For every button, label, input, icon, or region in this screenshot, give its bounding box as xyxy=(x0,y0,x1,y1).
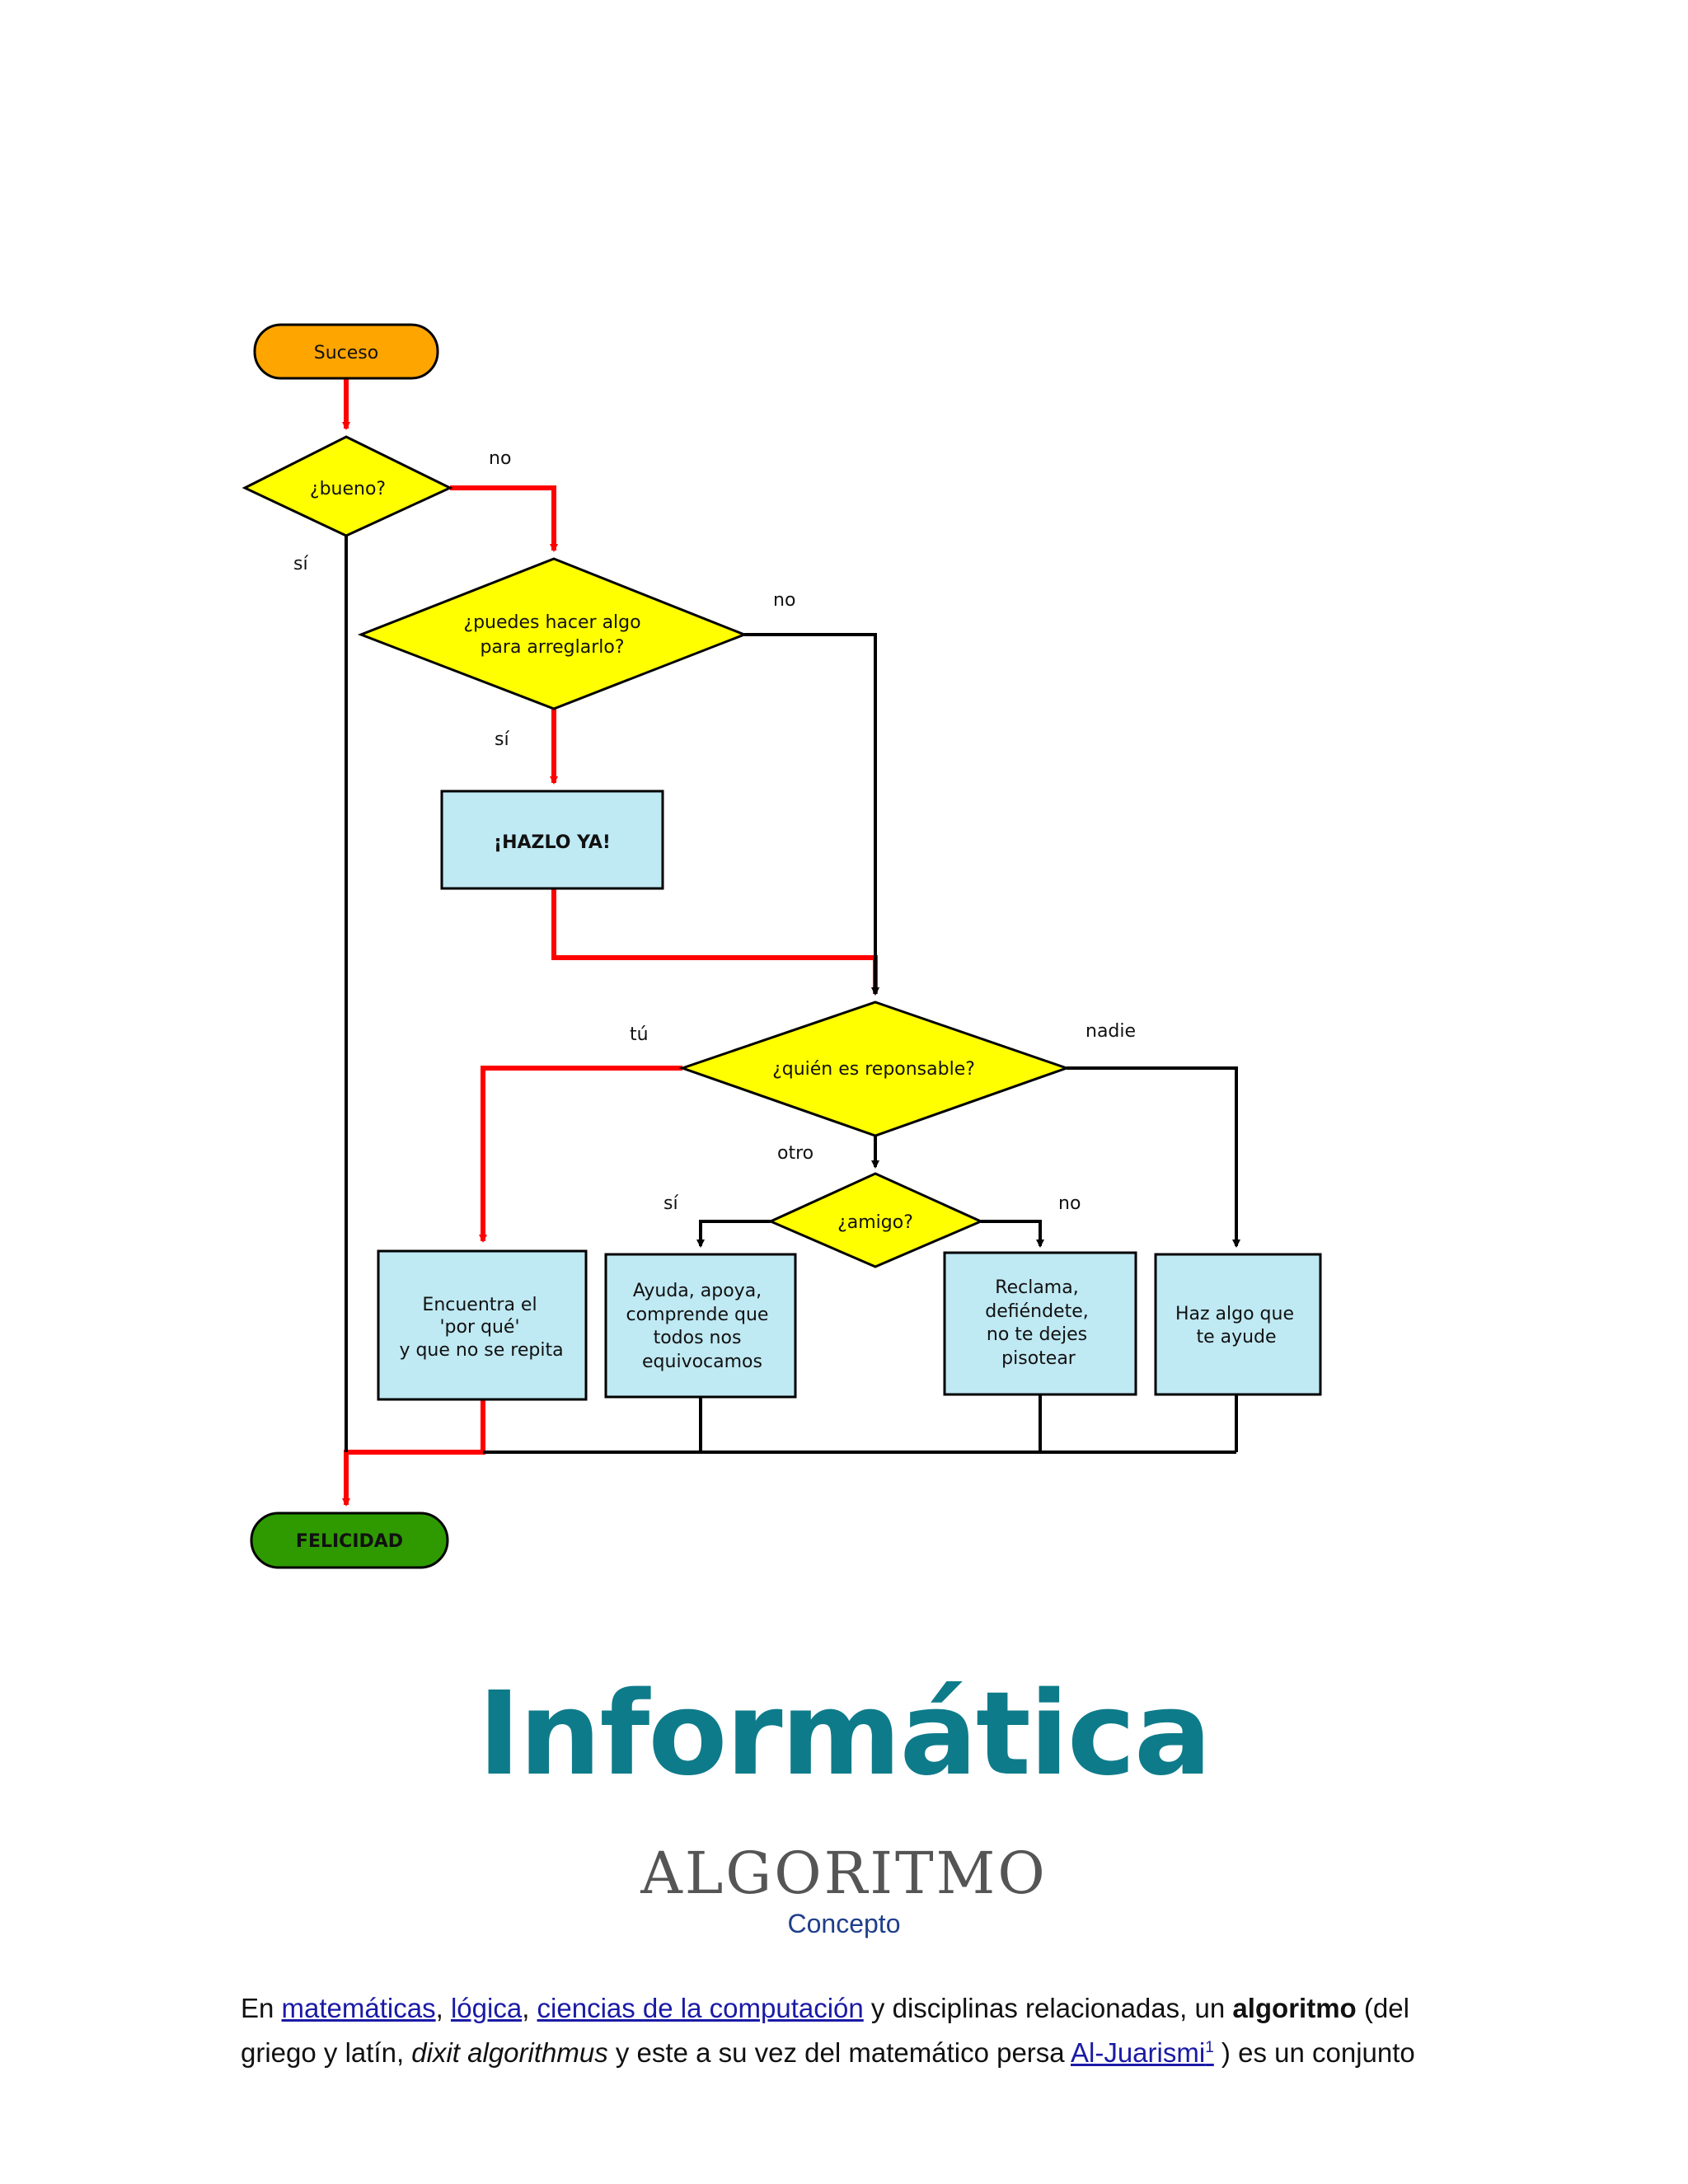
process-ayuda-line2: comprende que xyxy=(626,1305,769,1325)
decision-bueno-label: ¿bueno? xyxy=(310,479,386,499)
link-matematicas[interactable]: matemáticas xyxy=(281,1993,436,2023)
para-text: y este a su vez del matemático persa xyxy=(607,2037,1071,2068)
term-dixit: dixit algorithmus xyxy=(411,2037,608,2068)
arrow-encuentra-felicidad xyxy=(342,1399,485,1507)
decision-puedes-line1: ¿puedes hacer algo xyxy=(463,612,640,633)
end-node-label: FELICIDAD xyxy=(296,1531,403,1552)
arrow-quien-nadie xyxy=(1067,1066,1240,1248)
term-algoritmo: algoritmo xyxy=(1232,1993,1357,2023)
process-haz-algo-line1: Haz algo que xyxy=(1175,1304,1294,1324)
label-amigo-no: no xyxy=(1058,1193,1081,1214)
process-ayuda-line4: equivocamos xyxy=(642,1352,762,1372)
start-node-label: Suceso xyxy=(314,343,378,363)
document-title: Informática xyxy=(477,1667,1212,1802)
secondary-arrows xyxy=(345,536,1240,1454)
label-quien-nadie: nadie xyxy=(1085,1021,1136,1042)
arrow-puedes-no xyxy=(744,633,879,996)
process-ayuda-line1: Ayuda, apoya, xyxy=(633,1281,762,1301)
link-ciencias-computacion[interactable]: ciencias de la computación xyxy=(537,1993,864,2023)
process-encuentra-line2: 'por qué' xyxy=(439,1317,519,1338)
label-puedes-no: no xyxy=(773,590,795,611)
process-encuentra: Encuentra el 'por qué' y que no se repit… xyxy=(377,1249,588,1401)
process-reclama-line1: Reclama, xyxy=(995,1277,1078,1298)
process-ayuda-line3: todos nos xyxy=(654,1328,742,1348)
para-text: (del griego y latín, xyxy=(241,1993,1409,2068)
decision-quien-label: ¿quién es reponsable? xyxy=(772,1059,975,1080)
arrow-quien-tu xyxy=(479,1066,682,1243)
process-reclama-line4: pisotear xyxy=(1001,1348,1076,1369)
process-reclama-line3: no te dejes xyxy=(987,1324,1087,1345)
label-bueno-no: no xyxy=(489,448,511,469)
intro-paragraph: En matemáticas, lógica, ciencias de la c… xyxy=(241,1989,1461,2073)
para-text: , xyxy=(522,1993,537,2023)
label-amigo-si: sí xyxy=(663,1193,678,1214)
decision-amigo-label: ¿amigo? xyxy=(837,1212,913,1233)
link-logica[interactable]: lógica xyxy=(450,1993,523,2023)
label-puedes-si: sí xyxy=(495,729,509,750)
link-al-juarismi[interactable]: Al-Juarismi1 xyxy=(1071,2037,1214,2068)
decision-bueno: ¿bueno? xyxy=(241,435,453,537)
flowchart: Suceso ¿bueno? ¿puedes hacer algo para a… xyxy=(241,323,1322,1569)
process-haz-algo-line2: te ayude xyxy=(1196,1327,1276,1347)
decision-amigo: ¿amigo? xyxy=(767,1172,984,1268)
decision-puedes: ¿puedes hacer algo para arreglarlo? xyxy=(357,557,748,710)
process-encuentra-line1: Encuentra el xyxy=(422,1295,537,1315)
document-subtitle: ALGORITMO xyxy=(640,1840,1048,1907)
para-text: , xyxy=(435,1993,451,2023)
process-hazlo-label: ¡HAZLO YA! xyxy=(494,832,611,853)
label-quien-otro: otro xyxy=(777,1143,814,1164)
arrow-hazlo-quien xyxy=(551,888,879,996)
end-node-felicidad: FELICIDAD xyxy=(250,1511,449,1569)
process-reclama-line2: defiéndete, xyxy=(985,1301,1089,1322)
start-node-suceso: Suceso xyxy=(253,323,439,380)
process-encuentra-line3: y que no se repita xyxy=(399,1340,563,1361)
arrow-amigo-no xyxy=(981,1220,1044,1248)
process-haz-algo: Haz algo que te ayude xyxy=(1154,1253,1322,1396)
process-ayuda: Ayuda, apoya, comprende que todos nos eq… xyxy=(604,1253,797,1399)
process-hazlo: ¡HAZLO YA! xyxy=(440,790,664,890)
label-quien-tu: tú xyxy=(630,1024,649,1045)
label-bueno-si: sí xyxy=(293,554,308,574)
footnote-ref[interactable]: 1 xyxy=(1205,2039,1214,2056)
decision-puedes-line2: para arreglarlo? xyxy=(480,637,624,658)
section-label: Concepto xyxy=(787,1909,901,1938)
arrow-amigo-si xyxy=(696,1220,771,1248)
para-text: En xyxy=(241,1993,282,2023)
para-text: ) es un conjunto xyxy=(1213,2037,1415,2068)
process-reclama: Reclama, defiéndete, no te dejes pisotea… xyxy=(943,1251,1137,1396)
arrow-bueno-no xyxy=(450,485,558,552)
para-text: y disciplinas relacionadas, un xyxy=(863,1993,1233,2023)
decision-quien: ¿quién es reponsable? xyxy=(678,1001,1071,1137)
link-al-juarismi-text: Al-Juarismi xyxy=(1071,2037,1206,2068)
